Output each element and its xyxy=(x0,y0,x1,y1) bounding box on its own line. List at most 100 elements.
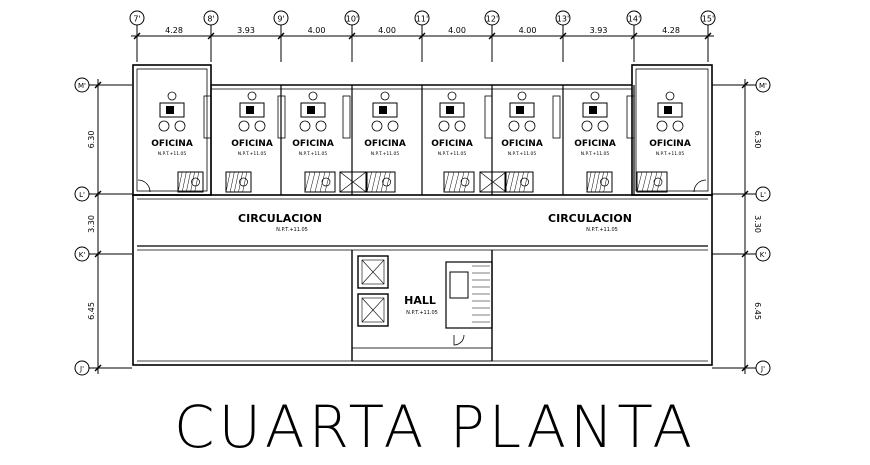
chair-visitor xyxy=(371,120,383,132)
restroom-fixture xyxy=(520,177,529,187)
axis-label-top: 12' xyxy=(486,15,498,24)
office-level: N.P.T.+11.05 xyxy=(238,151,267,157)
axis-label-right: K' xyxy=(760,251,767,259)
door-swing xyxy=(693,179,707,193)
office-label: OFICINA xyxy=(151,139,193,149)
dimension-label-left: 3.30 xyxy=(87,215,96,233)
circulation-label: CIRCULACION xyxy=(238,212,322,225)
hall-level: N.P.T.+11.05 xyxy=(406,310,438,316)
door-swing xyxy=(137,179,151,193)
duct-shaft xyxy=(339,171,367,193)
restroom-fixture xyxy=(600,177,609,187)
office-desk xyxy=(657,102,683,118)
restroom-fixture xyxy=(460,177,470,187)
restroom-hatch xyxy=(636,171,643,193)
chair-top xyxy=(308,91,318,101)
office-desk xyxy=(372,102,398,118)
chair-visitor xyxy=(254,120,266,132)
desk-monitor xyxy=(446,106,454,114)
chair-top xyxy=(665,91,675,101)
dimension-tick xyxy=(418,32,426,40)
office-level: N.P.T.+11.05 xyxy=(371,151,400,157)
office-level: N.P.T.+11.05 xyxy=(508,151,537,157)
chair-visitor xyxy=(524,120,536,132)
duct-cross xyxy=(479,171,507,193)
restroom-hatch xyxy=(523,171,529,193)
dimension-tick xyxy=(133,32,141,40)
restroom-hatch xyxy=(238,171,243,193)
axis-label-top: 15' xyxy=(702,15,714,24)
restroom-hatch xyxy=(309,171,316,193)
axis-label-left: J' xyxy=(79,365,84,373)
office-label: OFICINA xyxy=(364,139,406,149)
restroom-hatch xyxy=(443,171,450,193)
restroom-hatch xyxy=(514,171,520,193)
chair-visitor xyxy=(672,120,684,132)
dimension-tick xyxy=(559,32,567,40)
dimension-label-left: 6.30 xyxy=(87,131,96,149)
elevator-shaft xyxy=(357,255,389,289)
furniture-group xyxy=(158,91,684,193)
restroom-hatch xyxy=(656,171,663,193)
chair-visitor xyxy=(238,120,250,132)
restroom-hatch xyxy=(319,171,326,193)
chair-top xyxy=(380,91,390,101)
axis-label-left: L' xyxy=(79,191,85,199)
office-label: OFICINA xyxy=(574,139,616,149)
dimension-tick xyxy=(207,32,215,40)
dimension-label-top: 4.28 xyxy=(662,26,680,35)
chair-visitor xyxy=(438,120,450,132)
axis-label-top: 9' xyxy=(277,15,284,24)
desk-monitor xyxy=(589,106,597,114)
restroom-hatch xyxy=(304,171,311,193)
office-shelf xyxy=(277,95,286,139)
office-level: N.P.T.+11.05 xyxy=(656,151,685,157)
elevator-car xyxy=(361,297,385,323)
office-level: N.P.T.+11.05 xyxy=(581,151,610,157)
elevator-car xyxy=(361,259,385,285)
restroom-hatch xyxy=(324,171,331,193)
chair-visitor xyxy=(581,120,593,132)
chair-visitor xyxy=(174,120,186,132)
restroom-fixture xyxy=(653,177,663,187)
dimension-label-right: 6.45 xyxy=(753,302,762,320)
circulation-level: N.P.T.+11.05 xyxy=(276,227,308,233)
dimension-label-left: 6.45 xyxy=(87,302,96,320)
restroom-hatch xyxy=(376,171,382,193)
chair-visitor xyxy=(299,120,311,132)
office-shelf xyxy=(203,95,212,139)
restroom-hatch xyxy=(448,171,455,193)
restroom-fixture xyxy=(382,177,391,187)
chair-visitor xyxy=(656,120,668,132)
restroom-hatch xyxy=(509,171,515,193)
office-end-wall-right xyxy=(631,64,713,196)
restroom-hatch xyxy=(380,171,386,193)
restroom-hatch xyxy=(186,171,191,193)
circulation-level: N.P.T.+11.05 xyxy=(586,227,618,233)
office-level: N.P.T.+11.05 xyxy=(158,151,187,157)
office-label: OFICINA xyxy=(231,139,273,149)
chair-top xyxy=(167,91,177,101)
axis-label-top: 7' xyxy=(133,15,140,24)
elevator-cross xyxy=(361,297,385,323)
office-label: OFICINA xyxy=(501,139,543,149)
office-label: OFICINA xyxy=(431,139,473,149)
dimension-tick xyxy=(630,32,638,40)
axis-label-left: M' xyxy=(78,82,86,90)
chair-visitor xyxy=(454,120,466,132)
restroom-hatch xyxy=(603,171,609,193)
office-shelf xyxy=(552,95,561,139)
office-desk xyxy=(582,102,608,118)
restroom-hatch xyxy=(181,171,187,193)
dimension-tick xyxy=(704,32,712,40)
restroom-hatch xyxy=(641,171,648,193)
hall-label: HALL xyxy=(404,294,436,307)
axis-label-top: 8' xyxy=(207,15,214,24)
hall-threshold xyxy=(351,347,493,362)
office-desk xyxy=(509,102,535,118)
office-shelf xyxy=(484,95,493,139)
restroom-hatch xyxy=(177,171,183,193)
